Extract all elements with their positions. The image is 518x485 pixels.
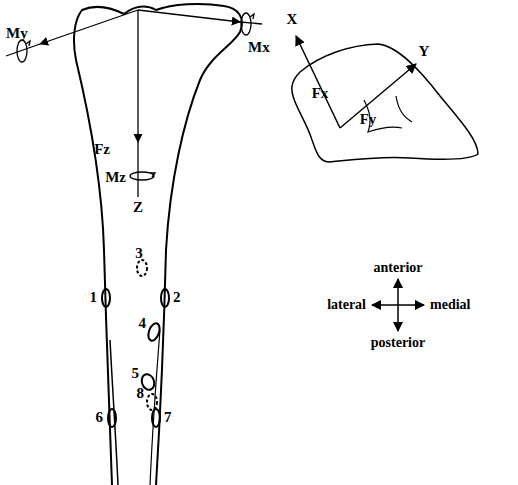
- axis-label: Y: [419, 44, 430, 59]
- direction-label: anterior: [374, 261, 423, 275]
- callout-number: 6: [96, 410, 104, 425]
- axis-label: Z: [133, 200, 143, 215]
- axis-label: X: [287, 12, 298, 27]
- callout-number: 8: [137, 386, 145, 401]
- axis-label: Fx: [312, 86, 329, 101]
- direction-label: lateral: [327, 298, 366, 312]
- callout-number: 4: [139, 316, 147, 331]
- callout-number: 3: [135, 246, 143, 261]
- callout-number: 7: [164, 410, 172, 425]
- callout-number: 2: [173, 290, 181, 305]
- axis-label: Mx: [248, 40, 270, 55]
- axis-label: My: [6, 26, 28, 41]
- direction-label: posterior: [371, 336, 425, 350]
- axis-label: Mz: [105, 170, 126, 185]
- axis-label: Fy: [360, 112, 377, 127]
- direction-label: medial: [430, 298, 470, 312]
- callout-number: 5: [132, 366, 140, 381]
- axis-label: Fz: [94, 142, 110, 157]
- callout-number: 1: [90, 290, 98, 305]
